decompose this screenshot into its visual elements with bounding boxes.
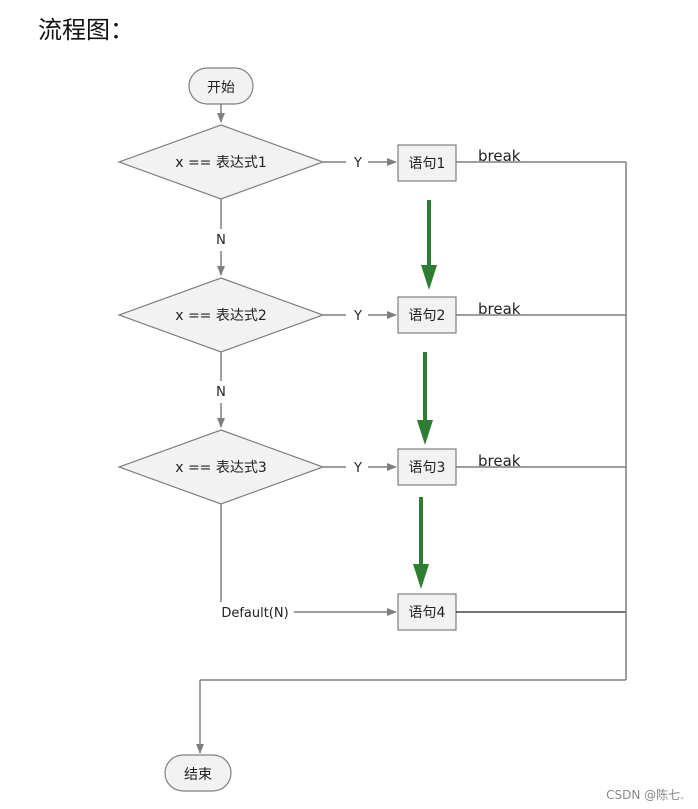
condition-1-diamond: x == 表达式1 (117, 124, 325, 200)
statement-2-label: 语句2 (409, 308, 446, 324)
yes-label-1: Y (353, 156, 362, 171)
break-label-1: break (478, 147, 521, 165)
default-label: Default(N) (221, 606, 288, 621)
end-terminal: 结束 (164, 754, 232, 792)
condition-2-label: x == 表达式2 (175, 308, 267, 324)
no-label-2: N (216, 385, 226, 400)
end-label: 结束 (184, 767, 212, 783)
statement-3-label: 语句3 (409, 460, 446, 476)
statement-1-label: 语句1 (409, 156, 446, 172)
condition-3-diamond: x == 表达式3 (117, 429, 325, 505)
yes-label-3: Y (353, 461, 362, 476)
watermark: CSDN @陈七. (606, 788, 684, 802)
condition-3-label: x == 表达式3 (175, 460, 267, 476)
fallthrough-arrow-3 (413, 497, 429, 589)
fallthrough-arrow-2 (417, 352, 433, 445)
page-heading: 流程图： (38, 16, 134, 44)
condition-1-label: x == 表达式1 (175, 155, 267, 171)
statement-4-box: 语句4 (397, 593, 457, 631)
start-label: 开始 (207, 80, 235, 96)
statement-2-box: 语句2 (397, 296, 457, 334)
statement-1-box: 语句1 (397, 144, 457, 182)
statement-3-box: 语句3 (397, 448, 457, 486)
yes-label-2: Y (353, 309, 362, 324)
start-terminal: 开始 (188, 67, 254, 105)
no-label-1: N (216, 233, 226, 248)
fallthrough-arrow-1 (421, 200, 437, 290)
statement-4-label: 语句4 (409, 605, 446, 621)
break-label-3: break (478, 452, 521, 470)
condition-2-diamond: x == 表达式2 (117, 277, 325, 353)
break-label-2: break (478, 300, 521, 318)
